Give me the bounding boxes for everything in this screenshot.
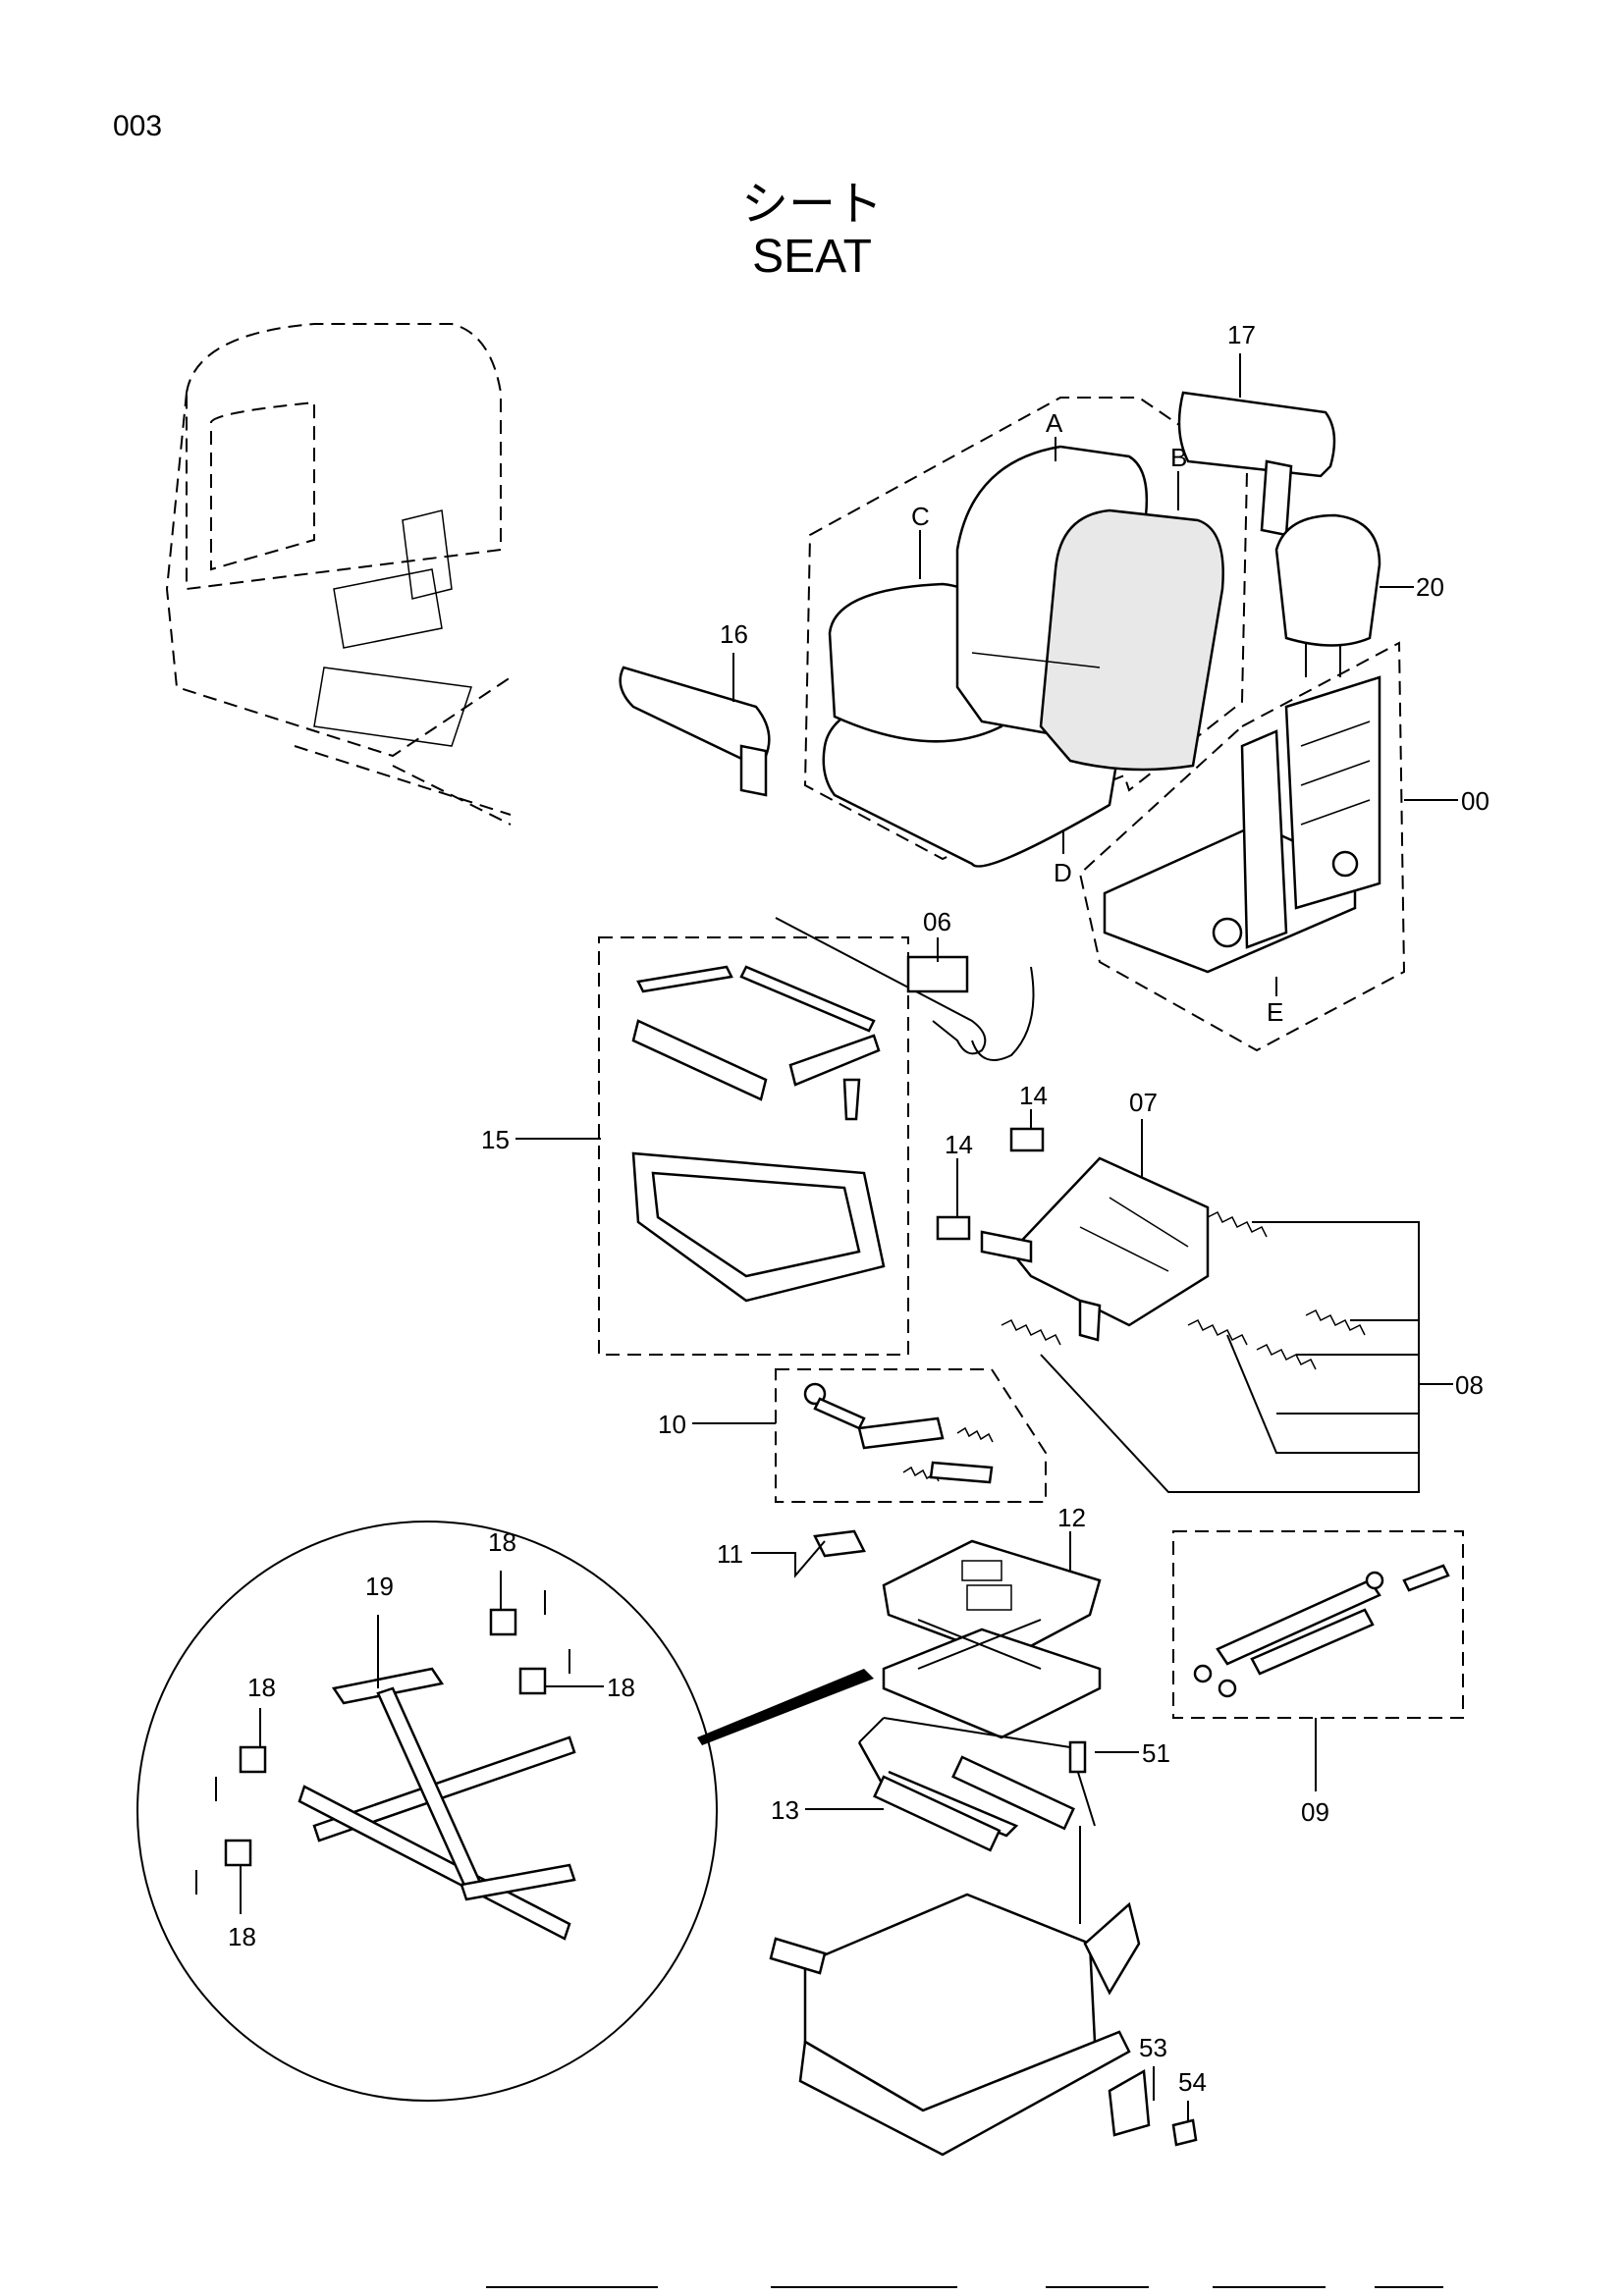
callout-53: 53 xyxy=(1139,2033,1167,2062)
callout-D: D xyxy=(1054,858,1072,887)
bracket-53 xyxy=(1108,2068,1151,2137)
base-frame xyxy=(769,1826,1141,2157)
armrest-right xyxy=(1177,391,1336,537)
suspension-springs xyxy=(1001,1210,1420,1493)
callout-14-lower: 14 xyxy=(945,1130,973,1159)
callout-06: 06 xyxy=(923,907,951,936)
callout-18-left: 18 xyxy=(247,1673,276,1702)
callout-08: 08 xyxy=(1455,1370,1484,1400)
seat-frame-group xyxy=(1078,641,1406,1052)
headrest xyxy=(1274,513,1381,677)
callout-E: E xyxy=(1267,997,1283,1027)
callout-17: 17 xyxy=(1227,320,1256,349)
callout-20: 20 xyxy=(1416,572,1444,602)
callout-10: 10 xyxy=(658,1410,686,1439)
bolt-54 xyxy=(1171,2118,1198,2147)
page-code: 003 xyxy=(113,110,163,142)
slide-rail-kit xyxy=(598,936,909,1356)
detail-view-circle xyxy=(136,1521,718,2102)
lever-kit xyxy=(775,1368,1047,1503)
callout-51: 51 xyxy=(1142,1738,1170,1768)
title-japanese: シート xyxy=(740,177,883,232)
callout-B: B xyxy=(1170,443,1187,472)
adjust-cable xyxy=(775,917,1035,1061)
callout-13: 13 xyxy=(771,1795,799,1825)
bolt-51 xyxy=(1068,1740,1087,1774)
link-kit xyxy=(1172,1530,1464,1719)
callout-19: 19 xyxy=(365,1572,394,1601)
suspension-frame xyxy=(980,1156,1210,1342)
callout-54: 54 xyxy=(1178,2067,1207,2097)
callout-12: 12 xyxy=(1057,1503,1086,1532)
callout-11: 11 xyxy=(717,1539,743,1569)
callout-16: 16 xyxy=(720,619,748,649)
callout-00: 00 xyxy=(1461,786,1489,816)
callout-A: A xyxy=(1046,408,1063,438)
bracket-11 xyxy=(813,1529,866,1558)
callout-14-upper: 14 xyxy=(1019,1081,1048,1110)
stopper-block-upper xyxy=(1009,1127,1045,1152)
callout-18-right: 18 xyxy=(607,1673,635,1702)
callout-18-top: 18 xyxy=(488,1527,516,1557)
leader-lines xyxy=(240,353,1458,2122)
callout-07: 07 xyxy=(1129,1088,1158,1117)
seat-cushion-group xyxy=(803,397,1249,868)
callout-C: C xyxy=(911,502,930,531)
callout-18-bottom: 18 xyxy=(228,1922,256,1951)
detail-pointer xyxy=(697,1669,874,1745)
callout-09: 09 xyxy=(1301,1797,1329,1827)
handle-bar xyxy=(857,1717,1096,1852)
armrest-left xyxy=(619,666,771,797)
title-english: SEAT xyxy=(752,231,872,283)
suspension-unit xyxy=(882,1539,1102,1739)
callout-15: 15 xyxy=(481,1125,510,1154)
cab-location-illustration xyxy=(165,323,512,826)
stopper-block-lower xyxy=(936,1215,971,1241)
